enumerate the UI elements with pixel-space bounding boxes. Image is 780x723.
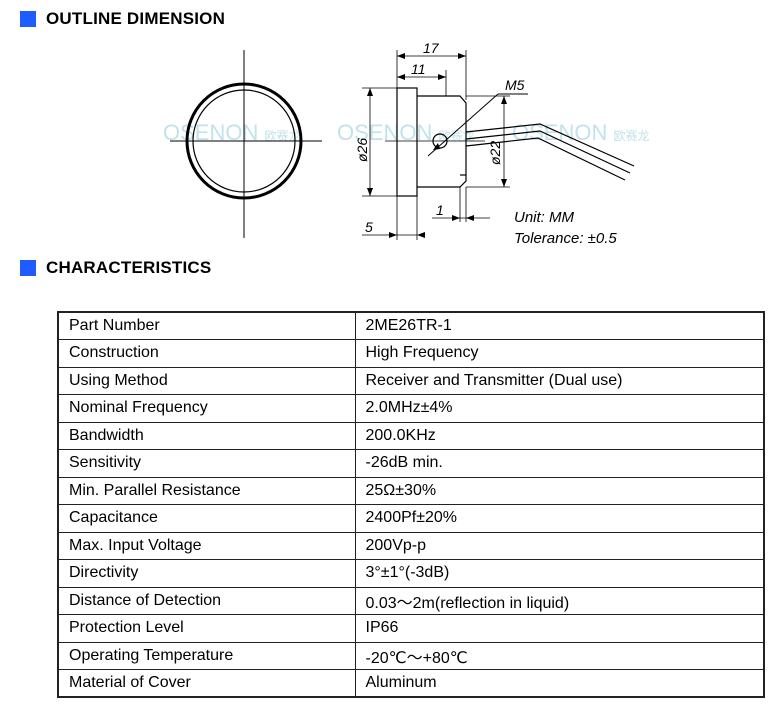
parameter-cell: Max. Input Voltage (57, 531, 356, 560)
value-cell: 200.0KHz (354, 421, 765, 450)
dim-11-label: 11 (411, 61, 426, 77)
parameter-cell: Operating Temperature (57, 641, 356, 670)
dimension-arrows (367, 53, 507, 238)
characteristics-section-title: CHARACTERISTICS (46, 258, 212, 277)
outline-section-title: OUTLINE DIMENSION (46, 9, 226, 28)
value-cell: -26dB min. (354, 449, 765, 478)
table-row: Sensitivity-26dB min. (57, 449, 765, 478)
dim-17-label: 17 (423, 40, 440, 56)
parameter-cell: Directivity (57, 559, 356, 588)
watermark-text: OSENON 欧赛龙 (512, 120, 649, 145)
parameter-cell: Using Method (57, 366, 356, 395)
value-cell: 2400Pf±20% (354, 504, 765, 533)
parameter-cell: Distance of Detection (57, 586, 356, 615)
tolerance-label: Tolerance: ±0.5 (514, 230, 617, 247)
front-view (170, 50, 322, 238)
section-bullet-icon (20, 11, 36, 27)
parameter-cell: Capacitance (57, 504, 356, 533)
dim-m5-label: M5 (505, 77, 525, 93)
dim-5-label: 5 (365, 219, 373, 235)
value-cell: 2ME26TR-1 (354, 311, 765, 340)
characteristics-section-header: CHARACTERISTICS (20, 258, 211, 278)
dim-22-label: ø22 (487, 141, 503, 165)
value-cell: High Frequency (354, 339, 765, 368)
parameter-cell: Min. Parallel Resistance (57, 476, 356, 505)
parameter-cell: Sensitivity (57, 449, 356, 478)
value-cell: 2.0MHz±4% (354, 394, 765, 423)
outline-drawing: OSENON 欧赛龙 OSENON 欧赛龙 OSENON 欧赛龙 (163, 40, 649, 247)
value-cell: -20℃～+80℃ (354, 641, 765, 670)
outline-section-header: OUTLINE DIMENSION (20, 9, 225, 29)
parameter-cell: Part Number (57, 311, 356, 340)
value-cell: 200Vp-p (354, 531, 765, 560)
section-bullet-icon (20, 260, 36, 276)
parameter-cell: Nominal Frequency (57, 394, 356, 423)
value-cell: IP66 (354, 614, 765, 643)
unit-label: Unit: MM (514, 209, 575, 226)
dim-1-label: 1 (436, 202, 444, 218)
parameter-cell: Construction (57, 339, 356, 368)
table-row: Operating Temperature-20℃～+80℃ (57, 641, 765, 670)
value-cell: Aluminum (354, 669, 765, 698)
parameter-cell: Protection Level (57, 614, 356, 643)
parameter-cell: Material of Cover (57, 669, 356, 698)
value-cell: Receiver and Transmitter (Dual use) (354, 366, 765, 395)
dim-26-label: ø26 (354, 138, 370, 162)
value-cell: 25Ω±30% (354, 476, 765, 505)
value-cell: 3°±1°(-3dB) (354, 559, 765, 588)
side-view (362, 50, 635, 240)
parameter-cell: Bandwidth (57, 421, 356, 450)
value-cell: 0.03～2m(reflection in liquid) (354, 586, 765, 615)
